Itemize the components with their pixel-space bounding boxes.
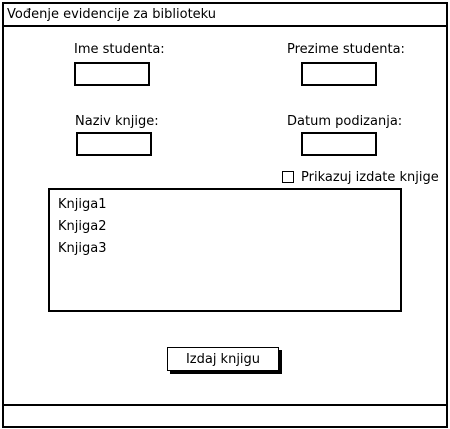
- issue-date-input[interactable]: [301, 132, 377, 156]
- list-item[interactable]: Knjiga2: [58, 219, 107, 234]
- window-title: Vođenje evidencije za biblioteku: [4, 4, 446, 27]
- list-item[interactable]: Knjiga3: [58, 241, 107, 256]
- issue-book-button[interactable]: Izdaj knjigu: [167, 347, 279, 371]
- student-first-name-input[interactable]: [74, 62, 150, 86]
- student-first-name-label: Ime studenta:: [74, 42, 165, 57]
- issue-date-label: Datum podizanja:: [287, 114, 403, 129]
- book-title-label: Naziv knjige:: [75, 114, 159, 129]
- student-last-name-input[interactable]: [301, 62, 377, 86]
- show-issued-checkbox[interactable]: [282, 171, 294, 183]
- show-issued-row[interactable]: Prikazuj izdate knjige: [282, 169, 439, 185]
- book-title-input[interactable]: [76, 132, 152, 156]
- list-item[interactable]: Knjiga1: [58, 197, 107, 212]
- book-list[interactable]: Knjiga1 Knjiga2 Knjiga3: [48, 188, 402, 312]
- student-last-name-label: Prezime studenta:: [287, 42, 405, 57]
- status-bar-divider: [4, 404, 446, 406]
- show-issued-label: Prikazuj izdate knjige: [301, 169, 439, 185]
